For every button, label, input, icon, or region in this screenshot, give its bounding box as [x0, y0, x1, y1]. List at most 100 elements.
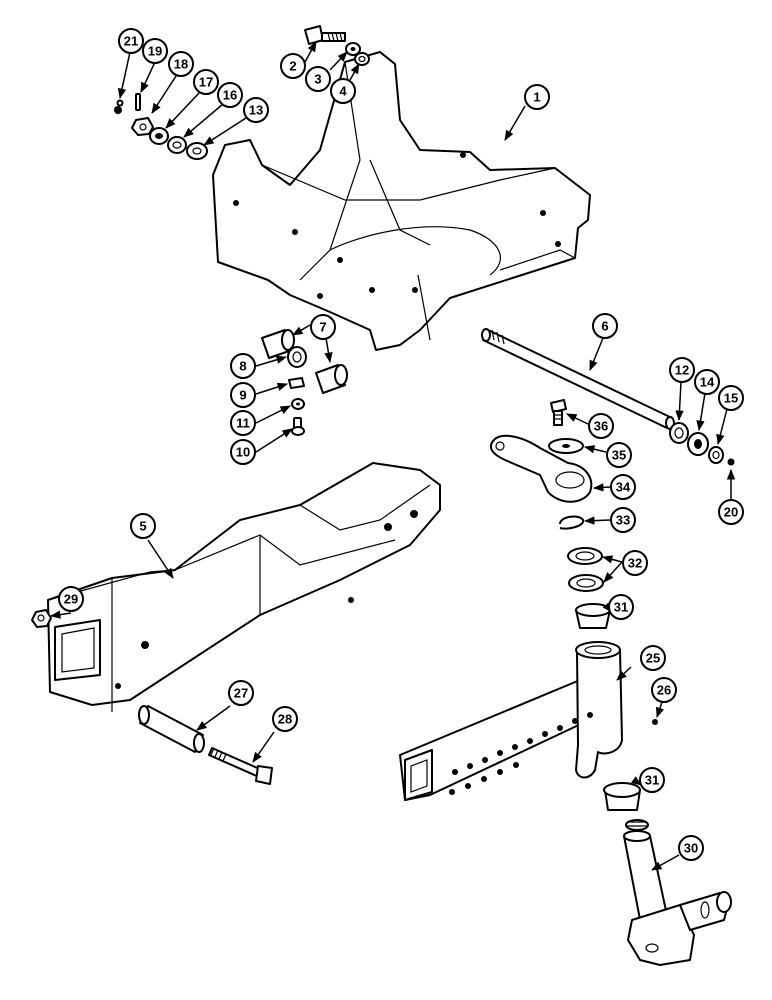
callout-35: 35	[606, 442, 632, 468]
bolt-36	[550, 399, 567, 426]
callout-34: 34	[610, 474, 636, 500]
svg-text:9: 9	[239, 388, 246, 403]
bearing-14	[687, 432, 709, 456]
svg-text:8: 8	[239, 359, 246, 374]
thrust-washer-35	[548, 438, 584, 454]
svg-text:34: 34	[616, 480, 631, 495]
bushing-7-left	[261, 329, 295, 359]
svg-text:17: 17	[199, 75, 213, 90]
svg-text:35: 35	[612, 448, 626, 463]
pivot-bearing-17	[149, 127, 169, 145]
callout-8: 8	[230, 353, 256, 379]
lock-plate-9	[288, 377, 305, 389]
pin-27	[138, 705, 205, 753]
bushing-7-right	[315, 364, 348, 394]
spacer-washer-8	[287, 346, 307, 368]
svg-text:21: 21	[124, 34, 138, 49]
callout-16: 16	[217, 82, 243, 108]
washer-12	[669, 422, 689, 444]
callout-19: 19	[142, 38, 168, 64]
callout-31-upper: 31	[608, 594, 634, 620]
steering-arm-34	[489, 434, 593, 503]
svg-text:12: 12	[675, 363, 689, 378]
grease-nipple-21	[114, 99, 124, 114]
lock-washer-3	[345, 42, 361, 56]
callout-32: 32	[622, 550, 648, 576]
svg-text:3: 3	[314, 72, 321, 87]
svg-text:11: 11	[236, 416, 250, 431]
axle-beam-5	[47, 462, 441, 712]
grease-fitting-20	[727, 458, 735, 466]
svg-text:20: 20	[724, 505, 738, 520]
pivot-washer-13	[186, 142, 208, 160]
svg-text:13: 13	[249, 103, 263, 118]
svg-text:26: 26	[657, 683, 671, 698]
washer-15	[708, 446, 724, 464]
callout-20: 20	[718, 499, 744, 525]
svg-text:33: 33	[616, 513, 630, 528]
adjustment-holes	[449, 712, 593, 795]
lock-nut-29	[31, 609, 52, 628]
svg-text:10: 10	[236, 445, 250, 460]
callout-21: 21	[118, 28, 144, 54]
callout-7: 7	[310, 314, 336, 340]
flanged-bushing-31-lower	[603, 782, 641, 811]
pivot-pin-6	[481, 328, 675, 430]
washer-11	[291, 398, 305, 410]
split-pin-19	[135, 93, 141, 111]
svg-text:16: 16	[223, 88, 237, 103]
callout-26: 26	[651, 677, 677, 703]
svg-text:5: 5	[139, 519, 146, 534]
svg-text:31: 31	[614, 600, 628, 615]
callout-14: 14	[694, 369, 720, 395]
svg-text:27: 27	[234, 686, 248, 701]
svg-text:4: 4	[339, 84, 347, 99]
callout-28: 28	[272, 706, 298, 732]
thrust-washer-32-upper	[567, 547, 603, 565]
svg-text:32: 32	[628, 556, 642, 571]
callout-6: 6	[592, 313, 618, 339]
callout-31-lower: 31	[639, 767, 665, 793]
thrust-washer-32-lower	[568, 574, 604, 592]
callout-1: 1	[524, 84, 550, 110]
svg-text:18: 18	[174, 57, 188, 72]
svg-text:29: 29	[64, 592, 78, 607]
spindle-30	[623, 819, 732, 966]
svg-text:31: 31	[645, 773, 659, 788]
bolt-10	[291, 417, 305, 436]
svg-text:6: 6	[601, 319, 608, 334]
bolt-2	[304, 25, 346, 45]
callout-17: 17	[193, 69, 219, 95]
callout-33: 33	[610, 507, 636, 533]
callout-30: 30	[678, 835, 704, 861]
callout-10: 10	[230, 439, 256, 465]
svg-text:25: 25	[646, 651, 660, 666]
callout-15: 15	[718, 385, 744, 411]
callout-2: 2	[280, 53, 306, 79]
svg-text:30: 30	[684, 841, 698, 856]
callout-25: 25	[640, 645, 666, 671]
svg-text:2: 2	[289, 59, 296, 74]
svg-text:14: 14	[700, 375, 715, 390]
axle-support-frame	[212, 51, 591, 351]
callout-18: 18	[168, 51, 194, 77]
leader-lines	[49, 41, 736, 871]
callout-4: 4	[330, 78, 356, 104]
callout-13: 13	[243, 97, 269, 123]
callout-5: 5	[130, 513, 156, 539]
callout-3: 3	[305, 66, 331, 92]
svg-text:1: 1	[533, 90, 540, 105]
pivot-washer-16	[167, 136, 187, 154]
callout-9: 9	[230, 382, 256, 408]
callout-12: 12	[669, 357, 695, 383]
svg-text:15: 15	[724, 391, 738, 406]
svg-text:36: 36	[594, 419, 608, 434]
svg-text:19: 19	[148, 44, 162, 59]
castle-nut-18	[131, 117, 154, 136]
grease-nipple-26	[652, 719, 658, 725]
bolt-28	[208, 747, 273, 785]
svg-text:28: 28	[278, 712, 292, 727]
circlip-33	[559, 515, 585, 530]
callout-36: 36	[588, 413, 614, 439]
